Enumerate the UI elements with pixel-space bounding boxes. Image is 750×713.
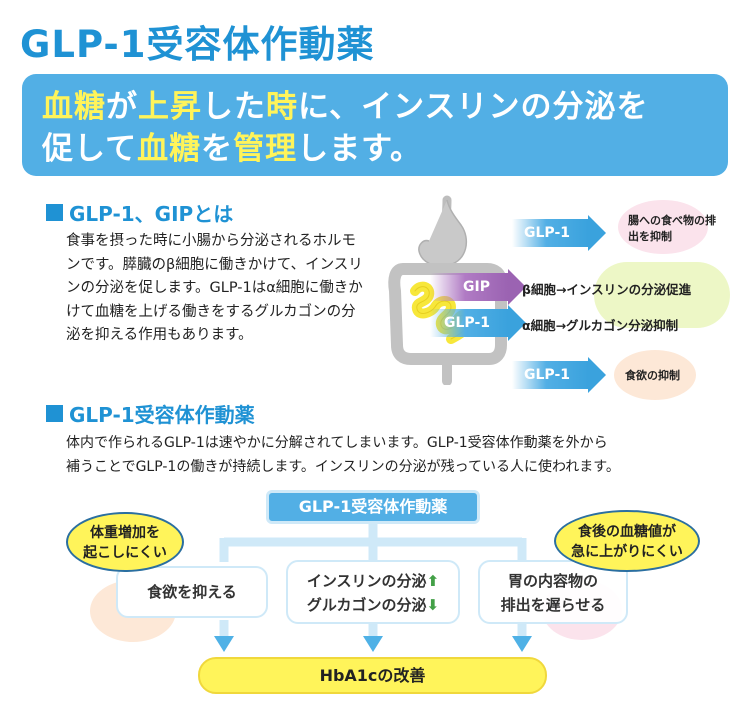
arrow-head-icon bbox=[508, 305, 526, 341]
banner-line-2: 促して血糖を管理します。 bbox=[42, 128, 708, 170]
banner-highlight: 上昇 bbox=[138, 89, 202, 125]
effect-stomach-label: 腸への食べ物の排出を抑制 bbox=[628, 214, 716, 243]
arrow-head-icon bbox=[588, 215, 606, 251]
arrow-label: GLP-1 bbox=[512, 361, 588, 389]
down-arrow-icon: ⬇ bbox=[426, 596, 440, 614]
banner-text: に、インスリンの分泌を bbox=[298, 89, 649, 125]
section-heading-glp1-gip: GLP-1、GIPとは bbox=[46, 198, 233, 227]
banner-text: 促して bbox=[42, 131, 138, 167]
box-label: グルカゴンの分泌 bbox=[306, 596, 427, 614]
bubble-text: 体重増加を bbox=[90, 525, 160, 541]
section-heading-text: GLP-1受容体作動薬 bbox=[69, 403, 255, 427]
box-hormone-secretion: インスリンの分泌⬆ グルカゴンの分泌⬇ bbox=[286, 560, 460, 624]
box-gastric-emptying: 胃の内容物の 排出を遅らせる bbox=[478, 560, 628, 624]
section2-paragraph: 体内で作られるGLP-1は速やかに分解されてしまいます。GLP-1受容体作動薬を… bbox=[66, 431, 706, 479]
banner-text: した bbox=[202, 89, 266, 125]
bubble-postprandial-glucose: 食後の血糖値が 急に上がりにくい bbox=[554, 510, 700, 572]
section-heading-glp1-ra: GLP-1受容体作動薬 bbox=[46, 399, 255, 428]
box-label: 胃の内容物の bbox=[507, 572, 598, 590]
arrow-label: GIP bbox=[430, 273, 508, 301]
result-hba1c-box: HbA1cの改善 bbox=[198, 657, 547, 694]
down-arrow-icon bbox=[363, 636, 383, 652]
section-heading-text: GLP-1、GIPとは bbox=[69, 202, 234, 226]
section2-line: 補うことでGLP-1の働きが持続します。インスリンの分泌が残っている人に使われま… bbox=[66, 459, 620, 475]
arrow-label: GLP-1 bbox=[430, 309, 508, 337]
effect-glucagon-label: α細胞→グルカゴン分泌抑制 bbox=[522, 318, 679, 333]
box-label: 食欲を抑える bbox=[147, 583, 237, 601]
bubble-weight-gain: 体重増加を 起こしにくい bbox=[66, 512, 184, 572]
square-bullet-icon bbox=[46, 204, 63, 221]
section1-paragraph: 食事を摂った時に小腸から分泌されるホルモンです。膵臓のβ細胞に働きかけて、インス… bbox=[66, 233, 363, 343]
stomach-icon bbox=[618, 200, 708, 254]
brain-icon bbox=[614, 350, 696, 400]
effect-appetite-label: 食欲の抑制 bbox=[625, 369, 680, 382]
arrow-head-icon bbox=[588, 357, 606, 393]
bubble-text: 食後の血糖値が bbox=[578, 524, 676, 540]
section2-line: 体内で作られるGLP-1は速やかに分解されてしまいます。GLP-1受容体作動薬を… bbox=[66, 435, 608, 451]
effect-insulin-label: β細胞→インスリンの分泌促進 bbox=[522, 282, 692, 297]
up-arrow-icon: ⬆ bbox=[426, 572, 440, 590]
summary-banner: 血糖が上昇した時に、インスリンの分泌を 促して血糖を管理します。 bbox=[22, 74, 728, 176]
box-label: インスリンの分泌 bbox=[306, 572, 427, 590]
flow-title-box: GLP-1受容体作動薬 bbox=[266, 490, 480, 524]
box-label: 排出を遅らせる bbox=[500, 596, 606, 614]
bubble-text: 起こしにくい bbox=[83, 545, 167, 561]
banner-line-1: 血糖が上昇した時に、インスリンの分泌を bbox=[42, 86, 708, 128]
page-title: GLP-1受容体作動薬 bbox=[20, 23, 375, 66]
down-arrow-icon bbox=[512, 636, 532, 652]
down-arrow-icon bbox=[214, 636, 234, 652]
banner-highlight: 時 bbox=[266, 89, 298, 125]
square-bullet-icon bbox=[46, 405, 63, 422]
banner-highlight: 管理 bbox=[233, 131, 298, 167]
banner-highlight: 血糖 bbox=[137, 131, 202, 167]
banner-text: します。 bbox=[297, 131, 422, 167]
arrow-head-icon bbox=[508, 269, 526, 305]
pancreas-icon bbox=[594, 262, 730, 328]
banner-text: が bbox=[106, 89, 138, 125]
arrow-label: GLP-1 bbox=[512, 219, 588, 247]
banner-text: を bbox=[201, 131, 234, 167]
bubble-text: 急に上がりにくい bbox=[571, 544, 683, 560]
box-suppress-appetite: 食欲を抑える bbox=[116, 566, 268, 618]
banner-highlight: 血糖 bbox=[42, 89, 106, 125]
